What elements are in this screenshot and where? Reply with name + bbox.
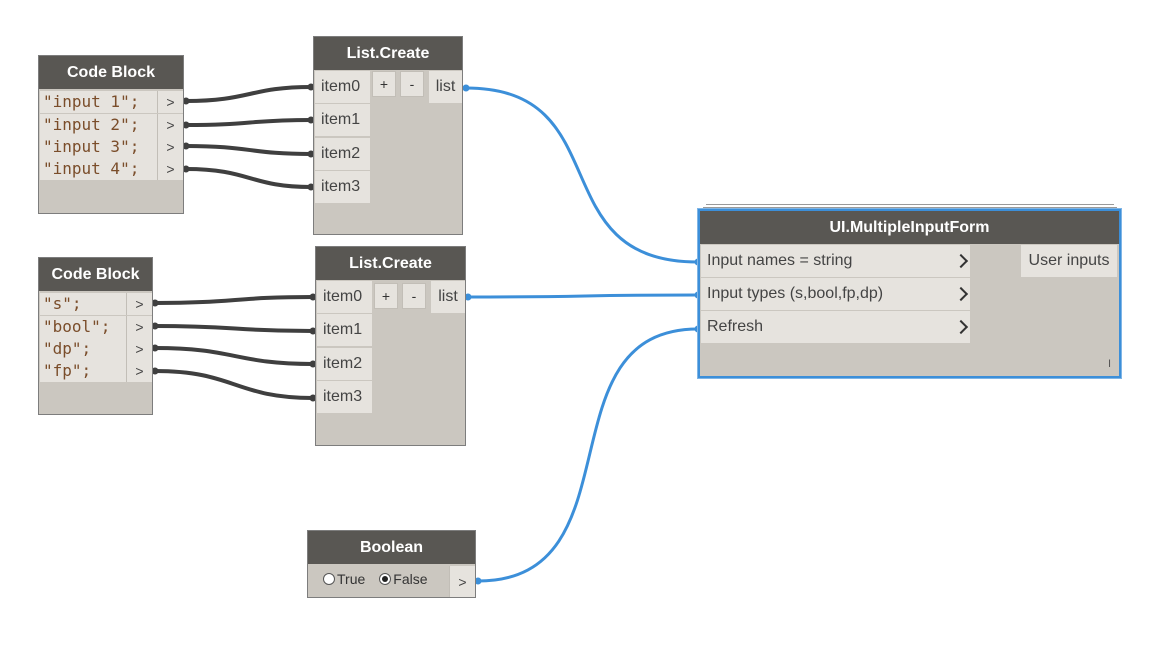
true-option[interactable]: True (323, 571, 365, 587)
remove-input-button[interactable]: - (402, 283, 426, 309)
wire-boolean-refresh[interactable] (476, 327, 700, 583)
port-dot (462, 84, 470, 92)
input-port-item0[interactable]: item0 (317, 281, 372, 313)
boolean-options: True False (309, 564, 448, 594)
input-port-item1[interactable]: item1 (315, 104, 370, 136)
input-port-item3[interactable]: item3 (315, 171, 370, 203)
remove-input-button[interactable]: - (400, 71, 424, 97)
output-port[interactable]: > (157, 136, 183, 158)
chevron-right-icon[interactable] (953, 319, 969, 335)
code-line[interactable]: "input 1"; (40, 91, 157, 113)
node-title: List.Create (314, 37, 462, 70)
node-stack-edge (703, 207, 1117, 208)
port-dot (182, 165, 190, 173)
input-label: Input types (s,bool,fp,dp) (707, 285, 884, 302)
wire-list2-types[interactable] (466, 293, 700, 299)
code-line[interactable]: "fp"; (40, 360, 126, 382)
output-port-user-inputs[interactable]: User inputs (1021, 245, 1117, 277)
input-port-item2[interactable]: item2 (315, 138, 370, 170)
output-port[interactable]: > (157, 158, 183, 180)
port-dot (474, 577, 482, 585)
wire-list1-names[interactable] (464, 86, 700, 264)
output-port-list[interactable]: list (429, 71, 462, 103)
wire-cb2-item1[interactable] (153, 324, 315, 333)
radio-checked-icon[interactable] (379, 573, 392, 585)
output-port[interactable]: > (126, 293, 152, 315)
input-port-names[interactable]: Input names = string (701, 245, 970, 277)
list-create-node-1[interactable]: List.Create item0 item1 item2 item3 + - … (313, 36, 463, 235)
node-title: UI.MultipleInputForm (700, 211, 1119, 244)
output-port[interactable]: > (126, 338, 152, 360)
port-dot (151, 367, 159, 375)
code-line[interactable]: "input 4"; (40, 158, 157, 180)
true-label: True (337, 571, 366, 587)
output-port[interactable]: > (126, 316, 152, 338)
node-title: Boolean (308, 531, 475, 564)
output-port[interactable]: > (157, 114, 183, 136)
port-dot (182, 97, 190, 105)
port-dot (151, 299, 159, 307)
port-dot (307, 183, 315, 191)
wire-cb1-item0[interactable] (184, 85, 313, 103)
port-dot (307, 83, 315, 91)
code-line[interactable]: "input 2"; (40, 114, 157, 136)
boolean-node[interactable]: Boolean True False > (307, 530, 476, 598)
node-stack-edge (706, 204, 1114, 205)
output-port[interactable]: > (449, 566, 475, 597)
port-dot (309, 327, 317, 335)
input-port-item2[interactable]: item2 (317, 348, 372, 380)
code-line[interactable]: "dp"; (40, 338, 126, 360)
port-dot (307, 150, 315, 158)
node-title: List.Create (316, 247, 465, 280)
false-option[interactable]: False (379, 571, 428, 587)
chevron-right-icon[interactable] (953, 286, 969, 302)
port-dot (307, 116, 315, 124)
input-port-refresh[interactable]: Refresh (701, 311, 970, 343)
port-dot (309, 394, 317, 402)
output-port-list[interactable]: list (431, 281, 465, 313)
port-dot (182, 142, 190, 150)
node-footer-mark: I (1107, 358, 1111, 370)
code-block-node-2[interactable]: Code Block "s"; "bool"; "dp"; "fp"; > > … (38, 257, 153, 415)
input-port-item1[interactable]: item1 (317, 314, 372, 346)
input-port-item3[interactable]: item3 (317, 381, 372, 413)
port-dot (182, 121, 190, 129)
list-create-node-2[interactable]: List.Create item0 item1 item2 item3 + - … (315, 246, 466, 446)
wire-cb2-item3[interactable] (153, 369, 315, 400)
wire-cb1-item3[interactable] (184, 167, 313, 189)
wire-cb1-item2[interactable] (184, 144, 313, 156)
port-dot (151, 344, 159, 352)
node-title: Code Block (39, 258, 152, 291)
code-line[interactable]: "input 3"; (40, 136, 157, 158)
radio-unchecked-icon[interactable] (323, 573, 335, 585)
input-label: Refresh (707, 318, 764, 335)
wire-cb2-item2[interactable] (153, 346, 315, 366)
wire-cb2-item0[interactable] (153, 295, 315, 305)
input-port-item0[interactable]: item0 (315, 71, 370, 103)
node-title: Code Block (39, 56, 183, 89)
code-line[interactable]: "bool"; (40, 316, 126, 338)
port-dot (309, 293, 317, 301)
code-block-node-1[interactable]: Code Block "input 1"; "input 2"; "input … (38, 55, 184, 214)
add-input-button[interactable]: + (374, 283, 398, 309)
output-port[interactable]: > (126, 360, 152, 382)
output-port[interactable]: > (157, 91, 183, 113)
wire-cb1-item1[interactable] (184, 118, 313, 127)
port-dot (309, 360, 317, 368)
input-label: Input names = string (707, 252, 853, 269)
port-dot (151, 322, 159, 330)
multiple-input-form-node[interactable]: UI.MultipleInputForm Input names = strin… (698, 209, 1121, 378)
code-line[interactable]: "s"; (40, 293, 126, 315)
add-input-button[interactable]: + (372, 71, 396, 97)
false-label: False (393, 571, 428, 587)
port-dot (464, 293, 472, 301)
input-port-types[interactable]: Input types (s,bool,fp,dp) (701, 278, 970, 310)
chevron-right-icon[interactable] (953, 253, 969, 269)
